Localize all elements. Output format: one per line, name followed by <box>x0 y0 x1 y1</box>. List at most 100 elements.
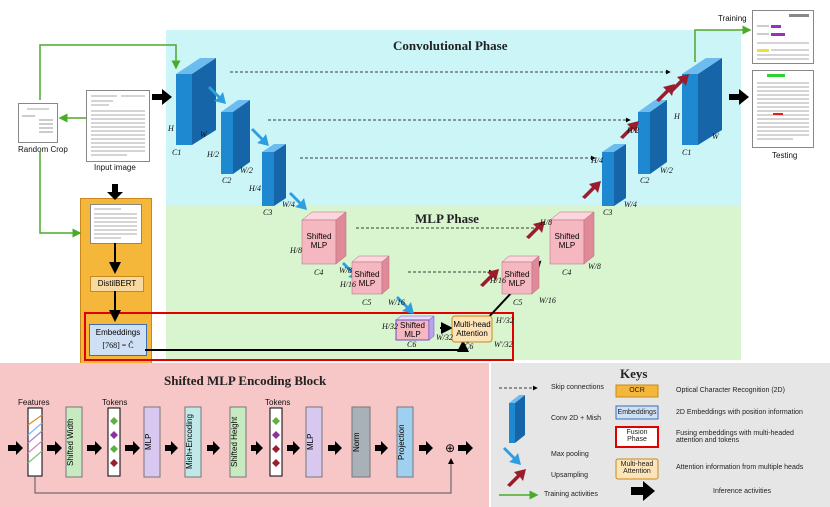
keys-legend-svg <box>499 384 659 501</box>
key-maxpool: Max pooling <box>551 451 589 458</box>
enc3-w: W/4 <box>282 200 295 209</box>
stage-mlp-2: MLP <box>306 433 315 451</box>
mlp-c5-left-label: Shifted MLP <box>354 270 380 288</box>
key-mha-box: Multi-head Attention <box>620 461 654 475</box>
decoder-conv-blocks <box>602 58 722 206</box>
stage-mlp-1: MLP <box>144 433 153 451</box>
tokens-label-2: Tokens <box>265 398 291 407</box>
mlp5-w: W/8 <box>588 262 601 271</box>
dec3-c: C1 <box>682 148 692 157</box>
encoder-conv-blocks <box>176 58 286 206</box>
attn-h: H'/32 <box>496 316 514 325</box>
residual-plus: ⊕ <box>445 441 456 455</box>
mlp1-h: H/8 <box>290 246 302 255</box>
attn-w: W'/32 <box>494 340 513 349</box>
attn-c: Ĉ6 <box>464 342 474 351</box>
key-ocr-desc: Optical Character Recognition (2D) <box>676 387 785 394</box>
enc2-c: C2 <box>222 176 232 185</box>
random-crop-label: Random Crop <box>18 145 68 154</box>
key-fusion-desc: Fusing embeddings with multi-headed atte… <box>676 430 794 444</box>
main-diagram-svg <box>39 25 752 352</box>
encoding-block-svg <box>8 406 473 494</box>
ocr-input-image <box>90 204 142 244</box>
mlp-c4-right-label: Shifted MLP <box>554 232 580 250</box>
keys-title: Keys <box>620 366 648 381</box>
enc2-h: H/2 <box>207 150 219 159</box>
testing-output-image <box>752 70 814 148</box>
key-mha-desc: Attention information from multiple head… <box>676 464 804 471</box>
mlp-c5-right-label: Shifted MLP <box>504 270 530 288</box>
mlp4-w: W/16 <box>539 296 556 305</box>
attention-label: Multi-head Attention <box>453 320 491 338</box>
input-image <box>86 90 150 162</box>
mlp-cubes <box>301 211 595 343</box>
input-image-text-lines <box>91 95 145 156</box>
stage-mish-encoding: Mish+Encoding <box>185 414 194 470</box>
encoding-block-title: Shifted MLP Encoding Block <box>164 373 327 388</box>
stage-shifted-height: Shifted Height <box>230 416 239 468</box>
skip-connections <box>230 69 671 275</box>
key-emb-box: Embeddings <box>617 409 657 416</box>
tokens-label-1: Tokens <box>102 398 128 407</box>
mlp1-c: C4 <box>314 268 324 277</box>
dec2-w: W/2 <box>660 166 673 175</box>
ocr-input-text-lines <box>94 208 137 239</box>
fusion-phase-outline <box>84 312 514 361</box>
keys-legend-panel <box>491 363 830 507</box>
mlp3-c: C6 <box>407 340 417 349</box>
mlp1-w: W/8 <box>339 266 352 275</box>
mlp3-h: H/32 <box>382 322 398 331</box>
training-label: Training <box>718 14 747 23</box>
key-ocr-box: OCR <box>629 387 645 394</box>
embeddings-dim: [768] = Ĉ <box>102 341 134 350</box>
dec3-w: W <box>712 132 719 141</box>
mlp2-w: W/16 <box>388 298 405 307</box>
training-arrows <box>39 25 752 238</box>
key-upsample: Upsampling <box>551 472 588 479</box>
training-output-image <box>752 10 814 64</box>
upsample-arrows <box>480 74 689 287</box>
mlp4-h: H/16 <box>490 276 506 285</box>
key-fusion-box: Fusion Phase <box>626 429 648 443</box>
dec1-c: C3 <box>603 208 613 217</box>
dec2-h: H/2 <box>627 126 639 135</box>
mlp-c4-left-label: Shifted MLP <box>306 232 332 250</box>
mlp2-h: H/16 <box>340 280 356 289</box>
mlp3-w: W/32 <box>436 333 453 342</box>
enc1-c: C1 <box>172 148 182 157</box>
inference-arrows <box>107 89 749 200</box>
key-emb-desc: 2D Embeddings with position information <box>676 409 803 416</box>
features-label: Features <box>18 398 50 407</box>
conv-phase-title: Convolutional Phase <box>393 38 508 53</box>
key-conv: Conv 2D + Mish <box>551 415 601 422</box>
distilbert-box: DistilBERT <box>90 276 144 292</box>
enc1-w: W <box>200 130 207 139</box>
embeddings-label: Embeddings <box>95 328 141 337</box>
key-skip: Skip connections <box>551 384 604 391</box>
dec3-h: H <box>674 112 680 121</box>
mlp-c6-label: Shifted MLP <box>400 321 425 339</box>
dec2-c: C2 <box>640 176 650 185</box>
random-crop-text-lines <box>22 108 53 133</box>
random-crop-image <box>18 103 58 143</box>
input-image-label: Input image <box>94 163 136 172</box>
distilbert-label: DistilBERT <box>97 279 137 288</box>
embeddings-box: Embeddings [768] = Ĉ <box>89 324 147 356</box>
enc3-c: C3 <box>263 208 273 217</box>
key-training: Training activities <box>544 491 598 498</box>
stage-norm: Norm <box>352 432 361 452</box>
mlp2-c: C5 <box>362 298 372 307</box>
stage-projection: Projection <box>397 424 406 460</box>
enc1-h: H <box>168 124 174 133</box>
dec1-w: W/4 <box>624 200 637 209</box>
mlp5-c: C4 <box>562 268 572 277</box>
mlp-phase-title: MLP Phase <box>415 211 479 226</box>
testing-output-lines <box>757 74 809 140</box>
training-output-lines <box>757 14 809 60</box>
mlp4-c: C5 <box>513 298 523 307</box>
dec1-h: H/4 <box>591 156 603 165</box>
key-inference: Inference activities <box>713 488 771 495</box>
stage-shifted-width: Shifted Width <box>66 418 75 466</box>
testing-label: Testing <box>772 151 798 160</box>
mlp5-h: H/8 <box>540 218 552 227</box>
